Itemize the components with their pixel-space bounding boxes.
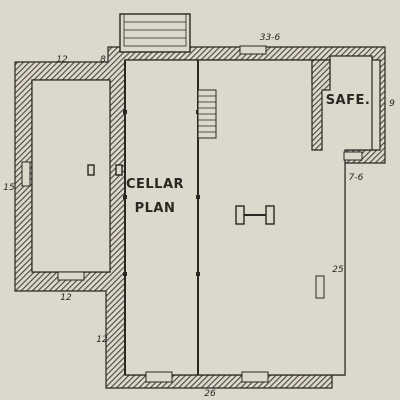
dim-lower-left: 12 xyxy=(96,335,108,345)
stair-entry xyxy=(119,13,191,53)
plan-title-line1: CELLAR xyxy=(126,177,184,192)
dim-right-lower: 25 xyxy=(332,265,344,275)
plan-title-line2: PLAN xyxy=(135,201,176,216)
window-right xyxy=(315,275,325,299)
dim-top-small: 8 xyxy=(100,55,106,65)
window-left-bottom xyxy=(57,271,85,281)
safe-wall xyxy=(311,59,331,151)
windows xyxy=(21,45,363,383)
left-room xyxy=(31,79,111,273)
pier-main-b xyxy=(265,205,275,225)
dim-left-side: 15 xyxy=(3,183,15,193)
dim-safe-side: 9 xyxy=(389,99,395,109)
window-top xyxy=(239,45,267,55)
dim-left-bottom: 12 xyxy=(60,293,72,303)
piers xyxy=(87,164,275,225)
dim-top: 33-6 xyxy=(260,33,281,43)
safe-room-label: SAFE. xyxy=(326,93,371,108)
pier-left-2 xyxy=(115,164,123,176)
dim-bottom: 26 xyxy=(204,389,216,399)
window-bottom-left xyxy=(145,371,173,383)
dim-safe-bottom: 7-6 xyxy=(349,173,364,183)
window-left xyxy=(21,161,31,187)
pier-main-a xyxy=(235,205,245,225)
interior-stair xyxy=(197,89,217,139)
window-bottom-right xyxy=(241,371,269,383)
dim-left-top: 12 xyxy=(56,55,68,65)
pier-left xyxy=(87,164,95,176)
window-safe xyxy=(343,151,363,161)
